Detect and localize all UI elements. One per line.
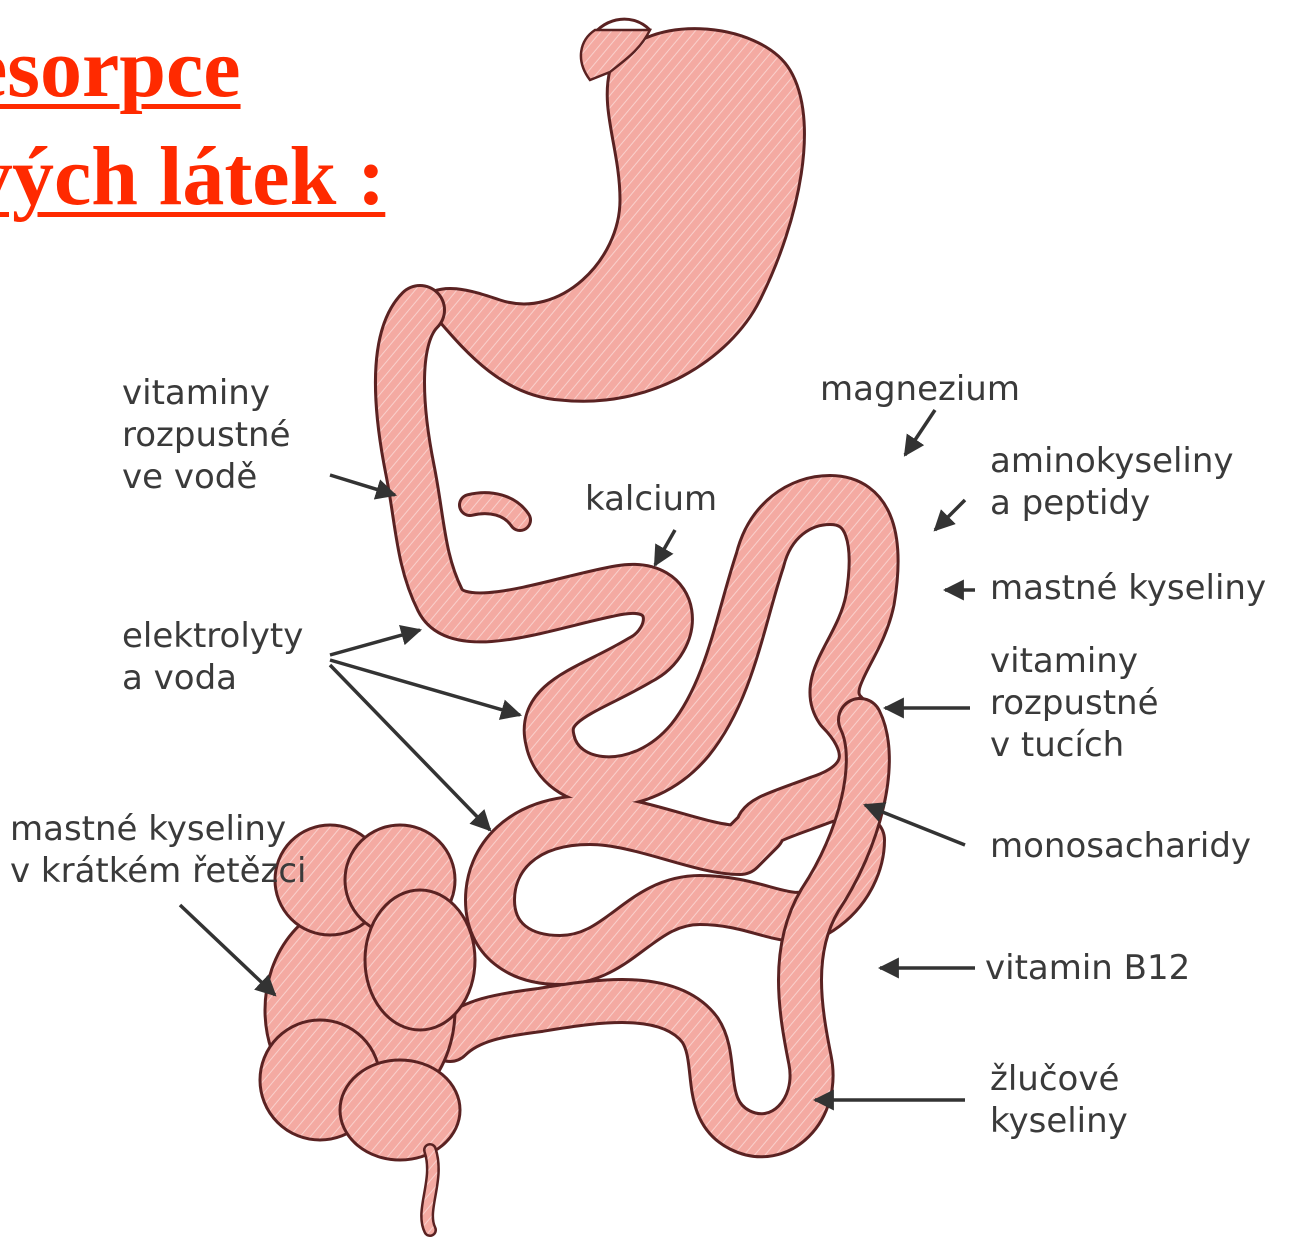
arrow-scfa bbox=[180, 905, 275, 995]
arrow-electrolytes-2 bbox=[330, 660, 520, 715]
label-line: v krátkém řetězci bbox=[10, 850, 306, 892]
label-line: rozpustné bbox=[990, 682, 1159, 724]
label-line: aminokyseliny bbox=[990, 440, 1234, 482]
label-short-chain-fatty-acids: mastné kyseliny v krátkém řetězci bbox=[10, 808, 306, 892]
label-fatty-acids: mastné kyseliny bbox=[990, 567, 1266, 609]
label-line: vitaminy bbox=[122, 372, 291, 414]
label-calcium: kalcium bbox=[585, 478, 717, 520]
label-vitamins-water-soluble: vitaminy rozpustné ve vodě bbox=[122, 372, 291, 498]
label-line: žlučové bbox=[990, 1058, 1128, 1100]
label-line: a peptidy bbox=[990, 482, 1234, 524]
arrow-calcium bbox=[655, 530, 675, 565]
label-line: elektrolyty bbox=[122, 615, 303, 657]
arrow-electrolytes-1 bbox=[330, 630, 420, 655]
label-magnesium: magnezium bbox=[820, 368, 1020, 410]
label-line: v tucích bbox=[990, 724, 1159, 766]
label-line: vitaminy bbox=[990, 640, 1159, 682]
small-intestine bbox=[400, 310, 874, 1135]
arrow-electrolytes-3 bbox=[330, 665, 490, 830]
label-line: ve vodě bbox=[122, 456, 291, 498]
label-line: a voda bbox=[122, 657, 303, 699]
label-electrolytes-water: elektrolyty a voda bbox=[122, 615, 303, 699]
stomach-organ bbox=[420, 19, 804, 401]
arrow-magnesium bbox=[905, 410, 935, 455]
label-monosaccharides: monosacharidy bbox=[990, 825, 1251, 867]
label-line: mastné kyseliny bbox=[10, 808, 306, 850]
label-amino-acids-peptides: aminokyseliny a peptidy bbox=[990, 440, 1234, 524]
label-line: rozpustné bbox=[122, 414, 291, 456]
label-vitamins-fat-soluble: vitaminy rozpustné v tucích bbox=[990, 640, 1159, 766]
label-bile-acids: žlučové kyseliny bbox=[990, 1058, 1128, 1142]
label-line: kyseliny bbox=[990, 1100, 1128, 1142]
arrow-amino bbox=[935, 500, 965, 530]
label-vitamin-b12: vitamin B12 bbox=[985, 947, 1190, 989]
